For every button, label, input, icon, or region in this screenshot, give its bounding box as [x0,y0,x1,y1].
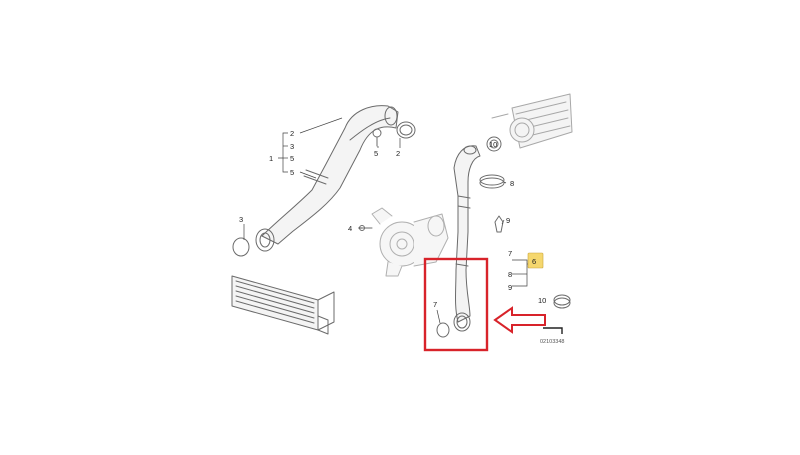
callout-10-top: 10 [489,140,497,149]
callout-8-top: 8 [510,179,514,188]
callout-2-top: 2 [290,129,294,138]
callout-8-right: 8 [508,270,512,279]
callout-3-top: 3 [290,142,294,151]
part-6-label-bg [527,252,544,269]
callout-9-top: 9 [506,216,510,225]
callout-4: 4 [348,224,352,233]
intercooler-drawing [231,275,335,335]
callout-7-bottom: 7 [433,300,437,309]
callout-9-right: 9 [508,283,512,292]
clamp-10-bottom-drawing [553,294,571,309]
callout-5-lower: 5 [290,168,294,177]
callout-6: 6 [532,257,536,266]
turbocharger-drawing [371,207,449,277]
callout-labels: 1 2 3 5 5 2 5 3 4 10 8 9 7 6 8 9 7 10 [239,129,546,309]
callout-10-bottom: 10 [538,296,546,305]
reference-number: 02103348 [540,339,564,345]
highlight-box [423,257,489,352]
right-charge-pipe-drawing [453,145,481,332]
o-ring-left-drawing [232,237,250,257]
clamp-8-drawing [479,174,505,189]
highlight-arrow [493,306,546,334]
sensor-9-drawing [494,215,504,233]
callout-7-right: 7 [508,249,512,258]
left-charge-hose-drawing [255,105,399,252]
callout-3-left: 3 [239,215,243,224]
o-ring-7-drawing [436,322,450,338]
seal-10-top-drawing [486,136,502,152]
callout-2-right: 2 [396,149,400,158]
left-hose-fittings-drawing [372,121,416,147]
reference-corner-mark [543,327,563,334]
throttle-housing-drawing [491,93,573,149]
callout-1: 1 [269,154,273,163]
leader-lines [243,117,530,324]
callout-5-screw: 5 [374,149,378,158]
callout-5-top: 5 [290,154,294,163]
